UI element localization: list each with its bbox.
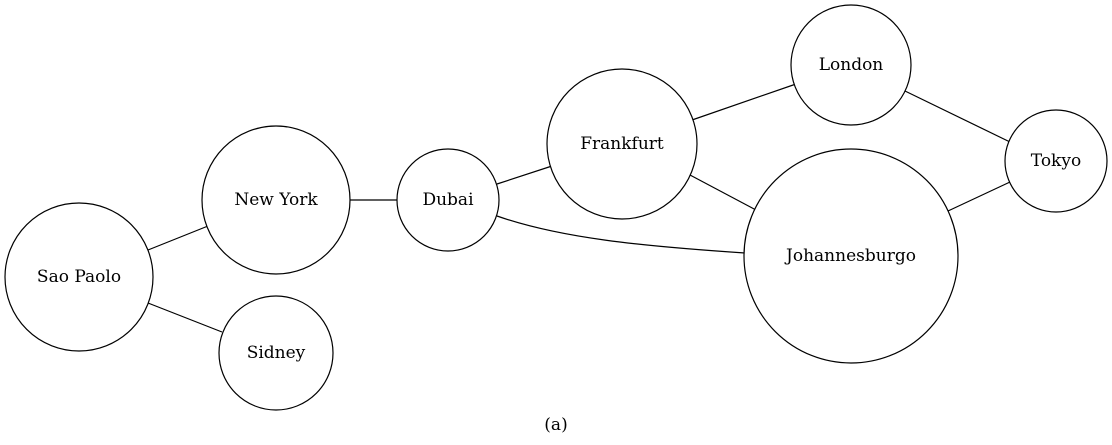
edge-frankfurt-london bbox=[691, 83, 797, 121]
node-label: Dubai bbox=[422, 190, 474, 210]
node-label: Sao Paolo bbox=[37, 267, 121, 287]
node-frankfurt: Frankfurt bbox=[546, 68, 698, 220]
edge-dubai-johannesburgo bbox=[496, 215, 746, 254]
node-circle bbox=[790, 4, 912, 126]
edge-dubai-frankfurt bbox=[496, 165, 553, 185]
edge-frankfurt-johannesburgo bbox=[689, 174, 757, 211]
node-circle bbox=[546, 68, 698, 220]
node-circle bbox=[218, 295, 334, 411]
node-tokyo: Tokyo bbox=[1004, 109, 1108, 213]
node-label: London bbox=[819, 55, 884, 75]
node-dubai: Dubai bbox=[396, 148, 500, 252]
node-london: London bbox=[790, 4, 912, 126]
node-circle bbox=[396, 148, 500, 252]
node-newyork: New York bbox=[201, 125, 351, 275]
node-label: Tokyo bbox=[1031, 151, 1081, 171]
node-label: New York bbox=[234, 190, 318, 210]
node-label: Sidney bbox=[247, 343, 306, 363]
node-label: Frankfurt bbox=[580, 134, 664, 154]
edge-london-tokyo bbox=[904, 90, 1011, 143]
node-label: Johannesburgo bbox=[784, 246, 916, 266]
edges bbox=[147, 83, 1011, 333]
node-circle bbox=[743, 148, 959, 364]
node-saopaolo: Sao Paolo bbox=[4, 202, 154, 352]
node-circle bbox=[1004, 109, 1108, 213]
node-circle bbox=[4, 202, 154, 352]
node-johannesburgo: Johannesburgo bbox=[743, 148, 959, 364]
edge-johannesburgo-tokyo bbox=[947, 181, 1011, 212]
edge-saopaolo-sidney bbox=[147, 302, 223, 333]
figure-caption: (a) bbox=[544, 415, 567, 435]
edge-saopaolo-newyork bbox=[147, 225, 209, 251]
node-circle bbox=[201, 125, 351, 275]
node-sidney: Sidney bbox=[218, 295, 334, 411]
